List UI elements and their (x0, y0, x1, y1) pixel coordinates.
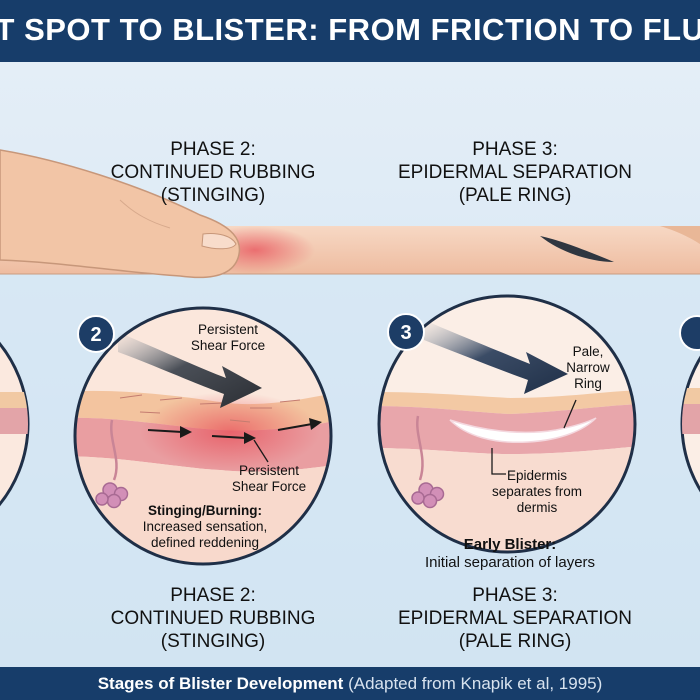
phase2-caption: Stinging/Burning: Increased sensation, d… (120, 503, 290, 551)
phase3-caption: Early Blister: Initial separation of lay… (390, 536, 630, 572)
phase2-top-label-line2: CONTINUED RUBBING (110, 162, 316, 183)
dark-spot (540, 236, 614, 262)
shear-force-arrow-phase3 (424, 320, 568, 394)
phase4-partial-circle (679, 315, 700, 493)
phase2-top-label-line3: (STINGING) (160, 185, 266, 206)
phase2-bottom-label: PHASE 2: CONTINUED RUBBING (STINGING) (93, 584, 333, 653)
phase2-top-label: PHASE 2: CONTINUED RUBBING (STINGING) (93, 138, 333, 207)
phase2-detail-circle: 2 (73, 306, 333, 566)
phase2-shear-label-bottom: Persistent Shear Force (231, 463, 307, 494)
phase2-bottom-label-line1: PHASE 2: (170, 585, 256, 606)
shear-force-arrow (118, 332, 262, 408)
footer-banner: Stages of Blister Development (Adapted f… (0, 667, 700, 700)
phase2-bottom-label-line3: (STINGING) (160, 631, 266, 652)
phase2-caption-title: Stinging/Burning: (148, 503, 262, 518)
phase3-bottom-label: PHASE 3: EPIDERMAL SEPARATION (PALE RING… (370, 584, 660, 653)
phase3-separation-label: Epidermis separates from dermis (491, 468, 583, 515)
phase3-caption-title: Early Blister: (463, 536, 557, 553)
phase3-bottom-label-line2: EPIDERMAL SEPARATION (397, 608, 633, 629)
finger-illustration (0, 149, 241, 279)
header-banner: T SPOT TO BLISTER: FROM FRICTION TO FLU (0, 0, 700, 62)
footer-title: Stages of Blister Development (97, 674, 344, 693)
phase2-bottom-label-line2: CONTINUED RUBBING (110, 608, 316, 629)
phase3-ring-label: Pale, Narrow Ring (566, 344, 610, 391)
page-title: T SPOT TO BLISTER: FROM FRICTION TO FLU (0, 12, 700, 47)
phase3-top-label-line2: EPIDERMAL SEPARATION (397, 162, 633, 183)
phase2-top-label-line1: PHASE 2: (170, 139, 256, 160)
phase2-badge-number: 2 (90, 324, 101, 346)
phase3-caption-body: Initial separation of layers (424, 554, 596, 571)
phase3-badge (387, 313, 425, 351)
phase3-badge-number: 3 (400, 322, 411, 344)
phase3-detail-circle: 3 (377, 294, 637, 554)
phase1-partial-circle (0, 341, 30, 507)
footer-source: (Adapted from Knapik et al, 1995) (348, 674, 603, 693)
phase3-top-label-line1: PHASE 3: (472, 139, 558, 160)
separation-gap (449, 417, 597, 444)
phase2-badge (77, 315, 115, 353)
phase2-shear-label-top: Persistent Shear Force (190, 322, 266, 353)
phase3-bottom-label-line1: PHASE 3: (472, 585, 558, 606)
phase3-top-label-line3: (PALE RING) (458, 185, 572, 206)
phase3-top-label: PHASE 3: EPIDERMAL SEPARATION (PALE RING… (370, 138, 660, 207)
phase3-bottom-label-line3: (PALE RING) (458, 631, 572, 652)
phase2-caption-body: Increased sensation, defined reddening (142, 519, 268, 550)
